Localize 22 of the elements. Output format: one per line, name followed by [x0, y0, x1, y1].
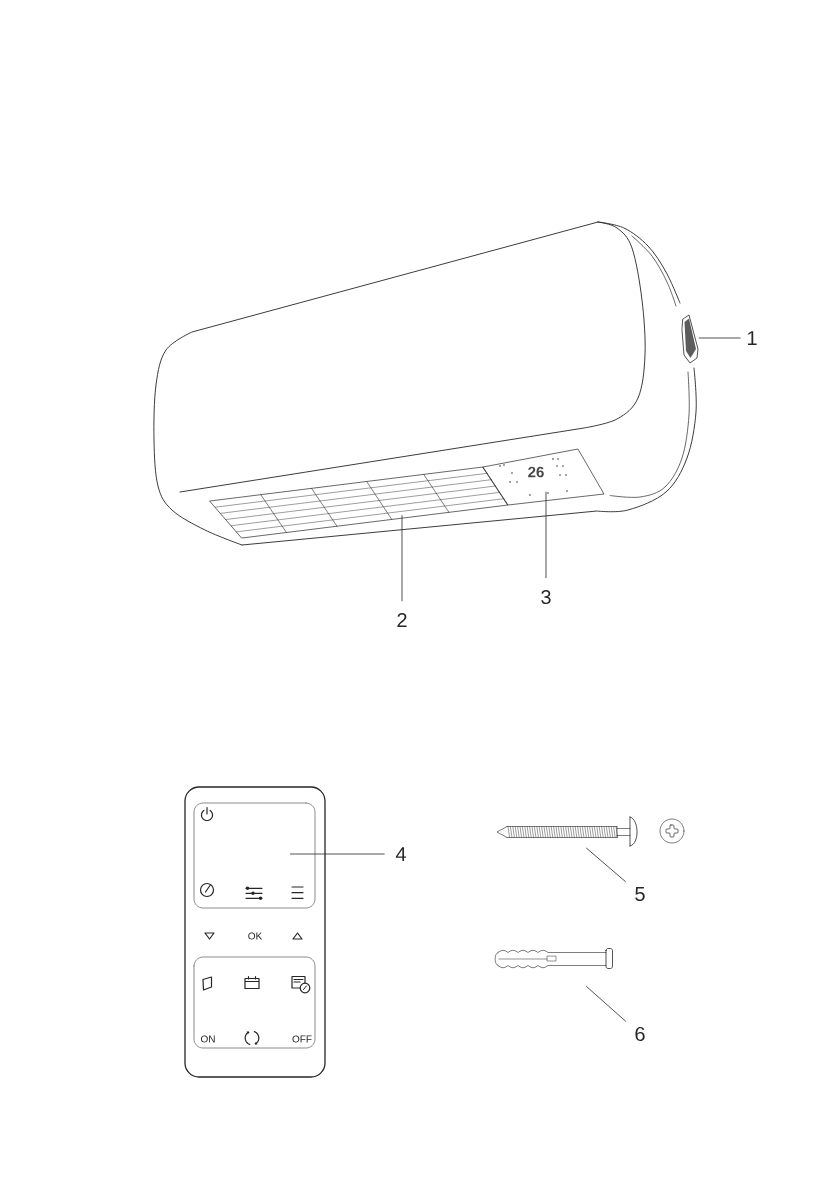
leader-line — [545, 491, 547, 579]
leader-line — [290, 853, 385, 855]
display-digits: 26 — [528, 466, 544, 478]
leader-line — [698, 337, 741, 339]
callout-number: 5 — [635, 887, 645, 901]
button-label: ON — [200, 1035, 215, 1043]
wall-plug — [494, 948, 613, 969]
leader-line — [586, 847, 626, 882]
button-label: OK — [248, 932, 263, 940]
screw — [496, 816, 638, 847]
callout-number: 2 — [397, 613, 407, 627]
rocker-switch — [681, 314, 699, 364]
callout-number: 1 — [747, 331, 757, 345]
vent-grille — [209, 466, 509, 539]
button-label: OFF — [292, 1035, 312, 1043]
leader-line — [401, 515, 403, 602]
callout-number: 4 — [395, 847, 406, 861]
callout-number: 3 — [541, 589, 551, 605]
display-panel — [482, 448, 605, 506]
button-panel — [193, 802, 316, 909]
leader-line — [586, 986, 626, 1022]
callout-number: 6 — [635, 1026, 645, 1042]
